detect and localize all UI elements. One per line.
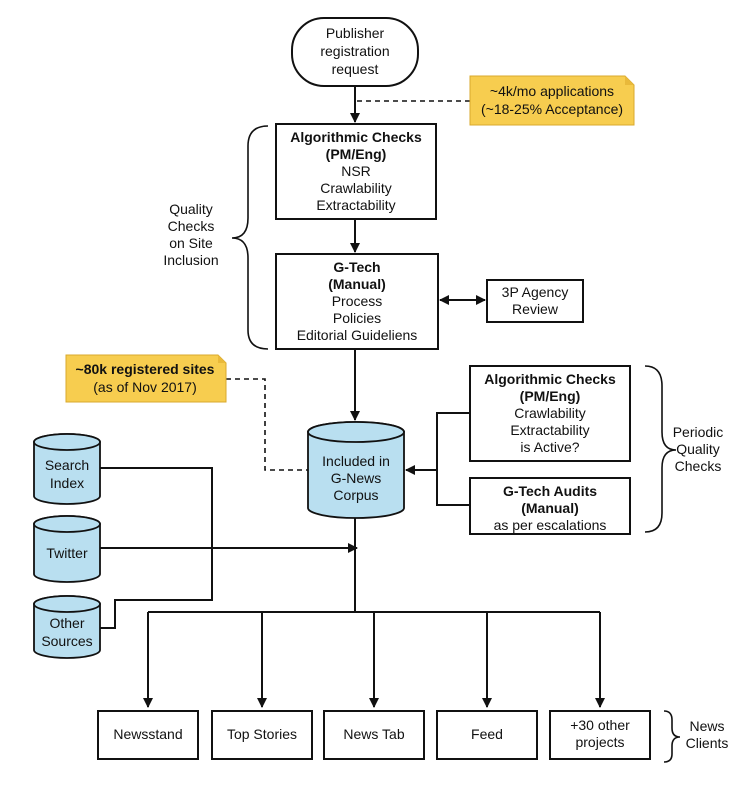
svg-text:Clients: Clients bbox=[686, 735, 729, 751]
quality-checks-label: Quality Checks on Site Inclusion bbox=[163, 201, 218, 268]
note-sites-line-2: (as of Nov 2017) bbox=[93, 379, 197, 395]
svg-text:as per escalations: as per escalations bbox=[494, 517, 607, 533]
svg-text:Sources: Sources bbox=[41, 633, 92, 649]
client-news-tab: News Tab bbox=[323, 710, 425, 760]
periodic-checks-brace bbox=[644, 365, 677, 533]
algo-title-1: Algorithmic Checks bbox=[290, 129, 422, 145]
svg-text:Index: Index bbox=[50, 475, 84, 491]
client-top-stories: Top Stories bbox=[211, 710, 313, 760]
svg-text:is Active?: is Active? bbox=[520, 439, 579, 455]
gtech-audits-box: G-Tech Audits (Manual) as per escalation… bbox=[469, 477, 631, 535]
svg-text:projects: projects bbox=[575, 734, 624, 750]
client-feed: Feed bbox=[436, 710, 538, 760]
svg-text:Newsstand: Newsstand bbox=[113, 726, 182, 742]
note-applications: ~4k/mo applications (~18-25% Acceptance) bbox=[469, 75, 635, 126]
svg-text:Crawlability: Crawlability bbox=[514, 405, 586, 421]
svg-text:G-News: G-News bbox=[331, 470, 382, 486]
svg-text:Quality: Quality bbox=[169, 201, 213, 217]
gtech-title-2: (Manual) bbox=[328, 276, 386, 292]
algo-title-2: (PM/Eng) bbox=[326, 146, 387, 162]
agency-review-box: 3P Agency Review bbox=[486, 279, 584, 323]
connector-other-sources bbox=[100, 548, 213, 629]
svg-text:Periodic: Periodic bbox=[673, 424, 724, 440]
svg-text:Top Stories: Top Stories bbox=[227, 726, 297, 742]
svg-text:(Manual): (Manual) bbox=[521, 500, 579, 516]
svg-text:Checks: Checks bbox=[675, 458, 722, 474]
quality-checks-brace bbox=[231, 125, 269, 350]
note-applications-line-1: ~4k/mo applications bbox=[490, 83, 614, 99]
source-twitter: Twitter bbox=[33, 515, 101, 583]
algo-item-3: Extractability bbox=[316, 197, 395, 213]
algo-item-2: Crawlability bbox=[320, 180, 392, 196]
svg-text:Included in: Included in bbox=[322, 453, 390, 469]
news-clients-brace bbox=[663, 710, 681, 763]
client-newsstand: Newsstand bbox=[97, 710, 199, 760]
svg-text:+30 other: +30 other bbox=[570, 717, 630, 733]
svg-text:Inclusion: Inclusion bbox=[163, 252, 218, 268]
periodic-algorithmic-box: Algorithmic Checks (PM/Eng) Crawlability… bbox=[469, 365, 631, 462]
svg-text:Corpus: Corpus bbox=[333, 487, 378, 503]
svg-text:Algorithmic Checks: Algorithmic Checks bbox=[484, 371, 616, 387]
note-registered-sites: ~80k registered sites (as of Nov 2017) bbox=[65, 354, 227, 403]
svg-text:(PM/Eng): (PM/Eng) bbox=[520, 388, 581, 404]
svg-text:on Site: on Site bbox=[169, 235, 213, 251]
news-clients-label: News Clients bbox=[686, 718, 729, 751]
periodic-checks-label: Periodic Quality Checks bbox=[673, 424, 724, 474]
svg-text:News Tab: News Tab bbox=[343, 726, 404, 742]
algo-item-1: NSR bbox=[341, 163, 371, 179]
svg-text:Feed: Feed bbox=[471, 726, 503, 742]
svg-text:Quality: Quality bbox=[676, 441, 720, 457]
note-sites-line-1: ~80k registered sites bbox=[76, 361, 215, 377]
start-line-2: registration bbox=[320, 43, 389, 59]
algorithmic-checks-box: Algorithmic Checks (PM/Eng) NSR Crawlabi… bbox=[275, 123, 437, 220]
connector-search-index bbox=[100, 467, 213, 548]
start-line-1: Publisher bbox=[326, 25, 385, 41]
dashed-link-sites bbox=[226, 378, 308, 471]
svg-text:Other: Other bbox=[49, 615, 84, 631]
start-line-3: request bbox=[332, 61, 379, 77]
svg-text:Checks: Checks bbox=[168, 218, 215, 234]
periodic-connector bbox=[436, 412, 470, 506]
svg-text:News: News bbox=[689, 718, 724, 734]
client-other-projects: +30 other projects bbox=[549, 710, 651, 760]
connectors bbox=[100, 86, 605, 708]
svg-text:Search: Search bbox=[45, 457, 89, 473]
source-search-index: Search Index bbox=[33, 433, 101, 505]
svg-text:3P Agency: 3P Agency bbox=[502, 284, 569, 300]
svg-text:Review: Review bbox=[512, 301, 559, 317]
svg-text:G-Tech Audits: G-Tech Audits bbox=[503, 483, 597, 499]
gtech-title-1: G-Tech bbox=[333, 259, 380, 275]
gtech-item-3: Editorial Guideliens bbox=[297, 327, 418, 343]
gnews-corpus-cylinder: Included in G-News Corpus bbox=[307, 421, 405, 519]
gtech-manual-box: G-Tech (Manual) Process Policies Editori… bbox=[275, 253, 439, 350]
source-other-sources: Other Sources bbox=[33, 595, 101, 659]
gtech-item-2: Policies bbox=[333, 310, 381, 326]
svg-text:Twitter: Twitter bbox=[46, 545, 88, 561]
note-applications-line-2: (~18-25% Acceptance) bbox=[481, 101, 623, 117]
gtech-item-1: Process bbox=[332, 293, 383, 309]
svg-text:Extractability: Extractability bbox=[510, 422, 589, 438]
start-node: Publisher registration request bbox=[291, 17, 419, 87]
